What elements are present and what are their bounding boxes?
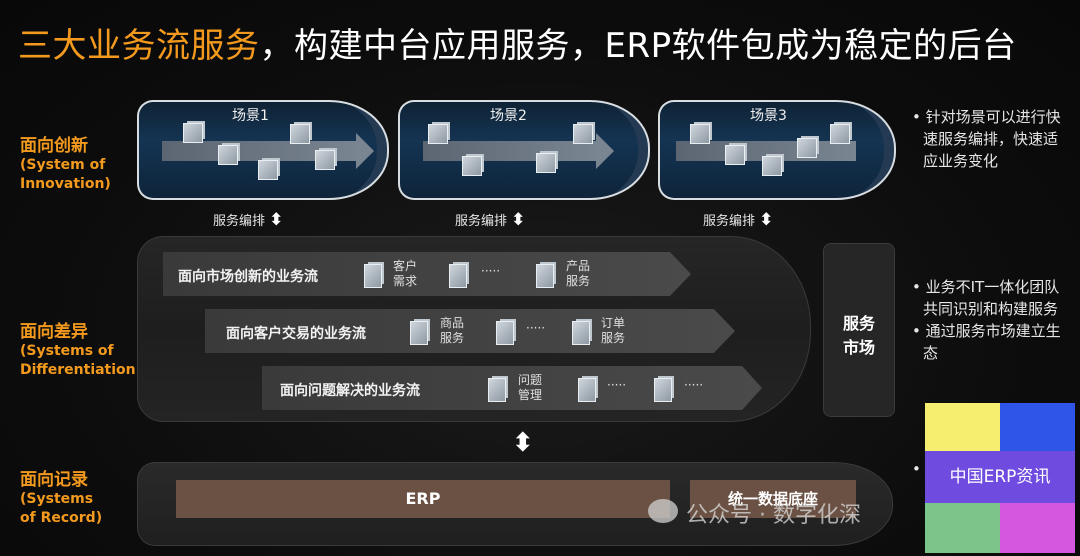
flow-3-item-2: ····· — [607, 378, 627, 392]
scene-1-label: 场景1 — [232, 108, 269, 124]
service-cube-icon — [428, 124, 448, 144]
flow-arrow-2 — [205, 309, 735, 353]
badge-text: 中国ERP资讯 — [925, 451, 1075, 503]
service-cube-icon — [315, 150, 335, 170]
service-cube-icon — [218, 145, 238, 165]
service-cube-icon — [578, 378, 596, 402]
flow-1-item-3: 产品服务 — [566, 259, 591, 288]
service-cube-icon — [830, 124, 850, 144]
flow-1-item-2: ····· — [481, 264, 501, 278]
layer-label-differentiation: 面向差异 (Systems of Differentiation) — [20, 322, 143, 378]
service-cube-icon — [462, 156, 482, 176]
orchestration-label-1: 服务编排 ⬍ — [213, 210, 284, 230]
service-cube-icon — [762, 156, 782, 176]
service-cube-icon — [449, 264, 467, 288]
service-market-box: 服务 市场 — [823, 243, 895, 417]
brand-badge: 中国ERP资讯 — [925, 403, 1075, 553]
flow-label-2: 面向客户交易的业务流 — [226, 326, 366, 342]
flow-2-item-3: 订单服务 — [601, 316, 626, 345]
watermark-text: 公众号 · 数字化深 — [686, 503, 861, 528]
scene-1-arrow-head — [356, 133, 374, 169]
page-title: 三大业务流服务，构建中台应用服务，ERP软件包成为稳定的后台 — [18, 26, 1017, 66]
scene-2-arrow — [423, 141, 598, 161]
wechat-icon — [648, 499, 678, 523]
layer-label-record: 面向记录 (Systems of Record) — [20, 470, 103, 526]
service-cube-icon — [488, 378, 506, 402]
layer-label-innovation: 面向创新 (System of Innovation) — [20, 136, 111, 192]
flow-arrow-1 — [163, 252, 691, 296]
badge-tile-green — [925, 503, 1000, 553]
scene-2-arrow-head — [596, 133, 614, 169]
erp-bar: ERP — [176, 480, 670, 518]
service-cube-icon — [536, 264, 554, 288]
service-cube-icon — [797, 138, 817, 158]
flow-2-item-2: ····· — [526, 321, 546, 335]
badge-tile-magenta — [1000, 503, 1075, 553]
service-cube-icon — [573, 124, 593, 144]
orchestration-label-2: 服务编排 ⬍ — [455, 210, 526, 230]
service-cube-icon — [496, 321, 514, 345]
badge-tile-yellow — [925, 403, 1000, 451]
flow-3-item-3: ····· — [684, 378, 704, 392]
service-cube-icon — [536, 153, 556, 173]
bullet-record: • — [912, 460, 921, 478]
scene-1-arrow — [162, 141, 362, 161]
bullets-differentiation: • 业务不IT一体化团队 共同识别和构建服务 • 通过服务市场建立生 态 — [912, 278, 1061, 362]
service-cube-icon — [290, 124, 310, 144]
service-cube-icon — [654, 378, 672, 402]
service-cube-icon — [410, 321, 428, 345]
updown-arrow-icon: ⬍ — [269, 210, 284, 230]
data-foundation-bar: 统一数据底座 — [690, 480, 856, 518]
updown-arrow-icon: ⬍ — [512, 428, 534, 458]
updown-arrow-icon: ⬍ — [759, 210, 774, 230]
service-cube-icon — [183, 123, 203, 143]
flow-arrow-3 — [262, 366, 762, 410]
bullets-innovation: • 针对场景可以进行快 速服务编排，快速适 应业务变化 — [912, 108, 1061, 170]
flow-label-3: 面向问题解决的业务流 — [280, 383, 420, 399]
scene-2-label: 场景2 — [490, 108, 527, 124]
badge-tile-blue — [1000, 403, 1075, 451]
service-cube-icon — [364, 264, 382, 288]
service-cube-icon — [690, 124, 710, 144]
service-cube-icon — [572, 321, 590, 345]
flow-2-item-1: 商品服务 — [440, 316, 465, 345]
orchestration-label-3: 服务编排 ⬍ — [703, 210, 774, 230]
updown-arrow-icon: ⬍ — [511, 210, 526, 230]
service-cube-icon — [258, 160, 278, 180]
flow-3-item-1: 问题管理 — [518, 373, 543, 402]
scene-3-label: 场景3 — [750, 108, 787, 124]
flow-1-item-1: 客户需求 — [393, 259, 418, 288]
service-cube-icon — [725, 145, 745, 165]
flow-label-1: 面向市场创新的业务流 — [178, 269, 318, 285]
